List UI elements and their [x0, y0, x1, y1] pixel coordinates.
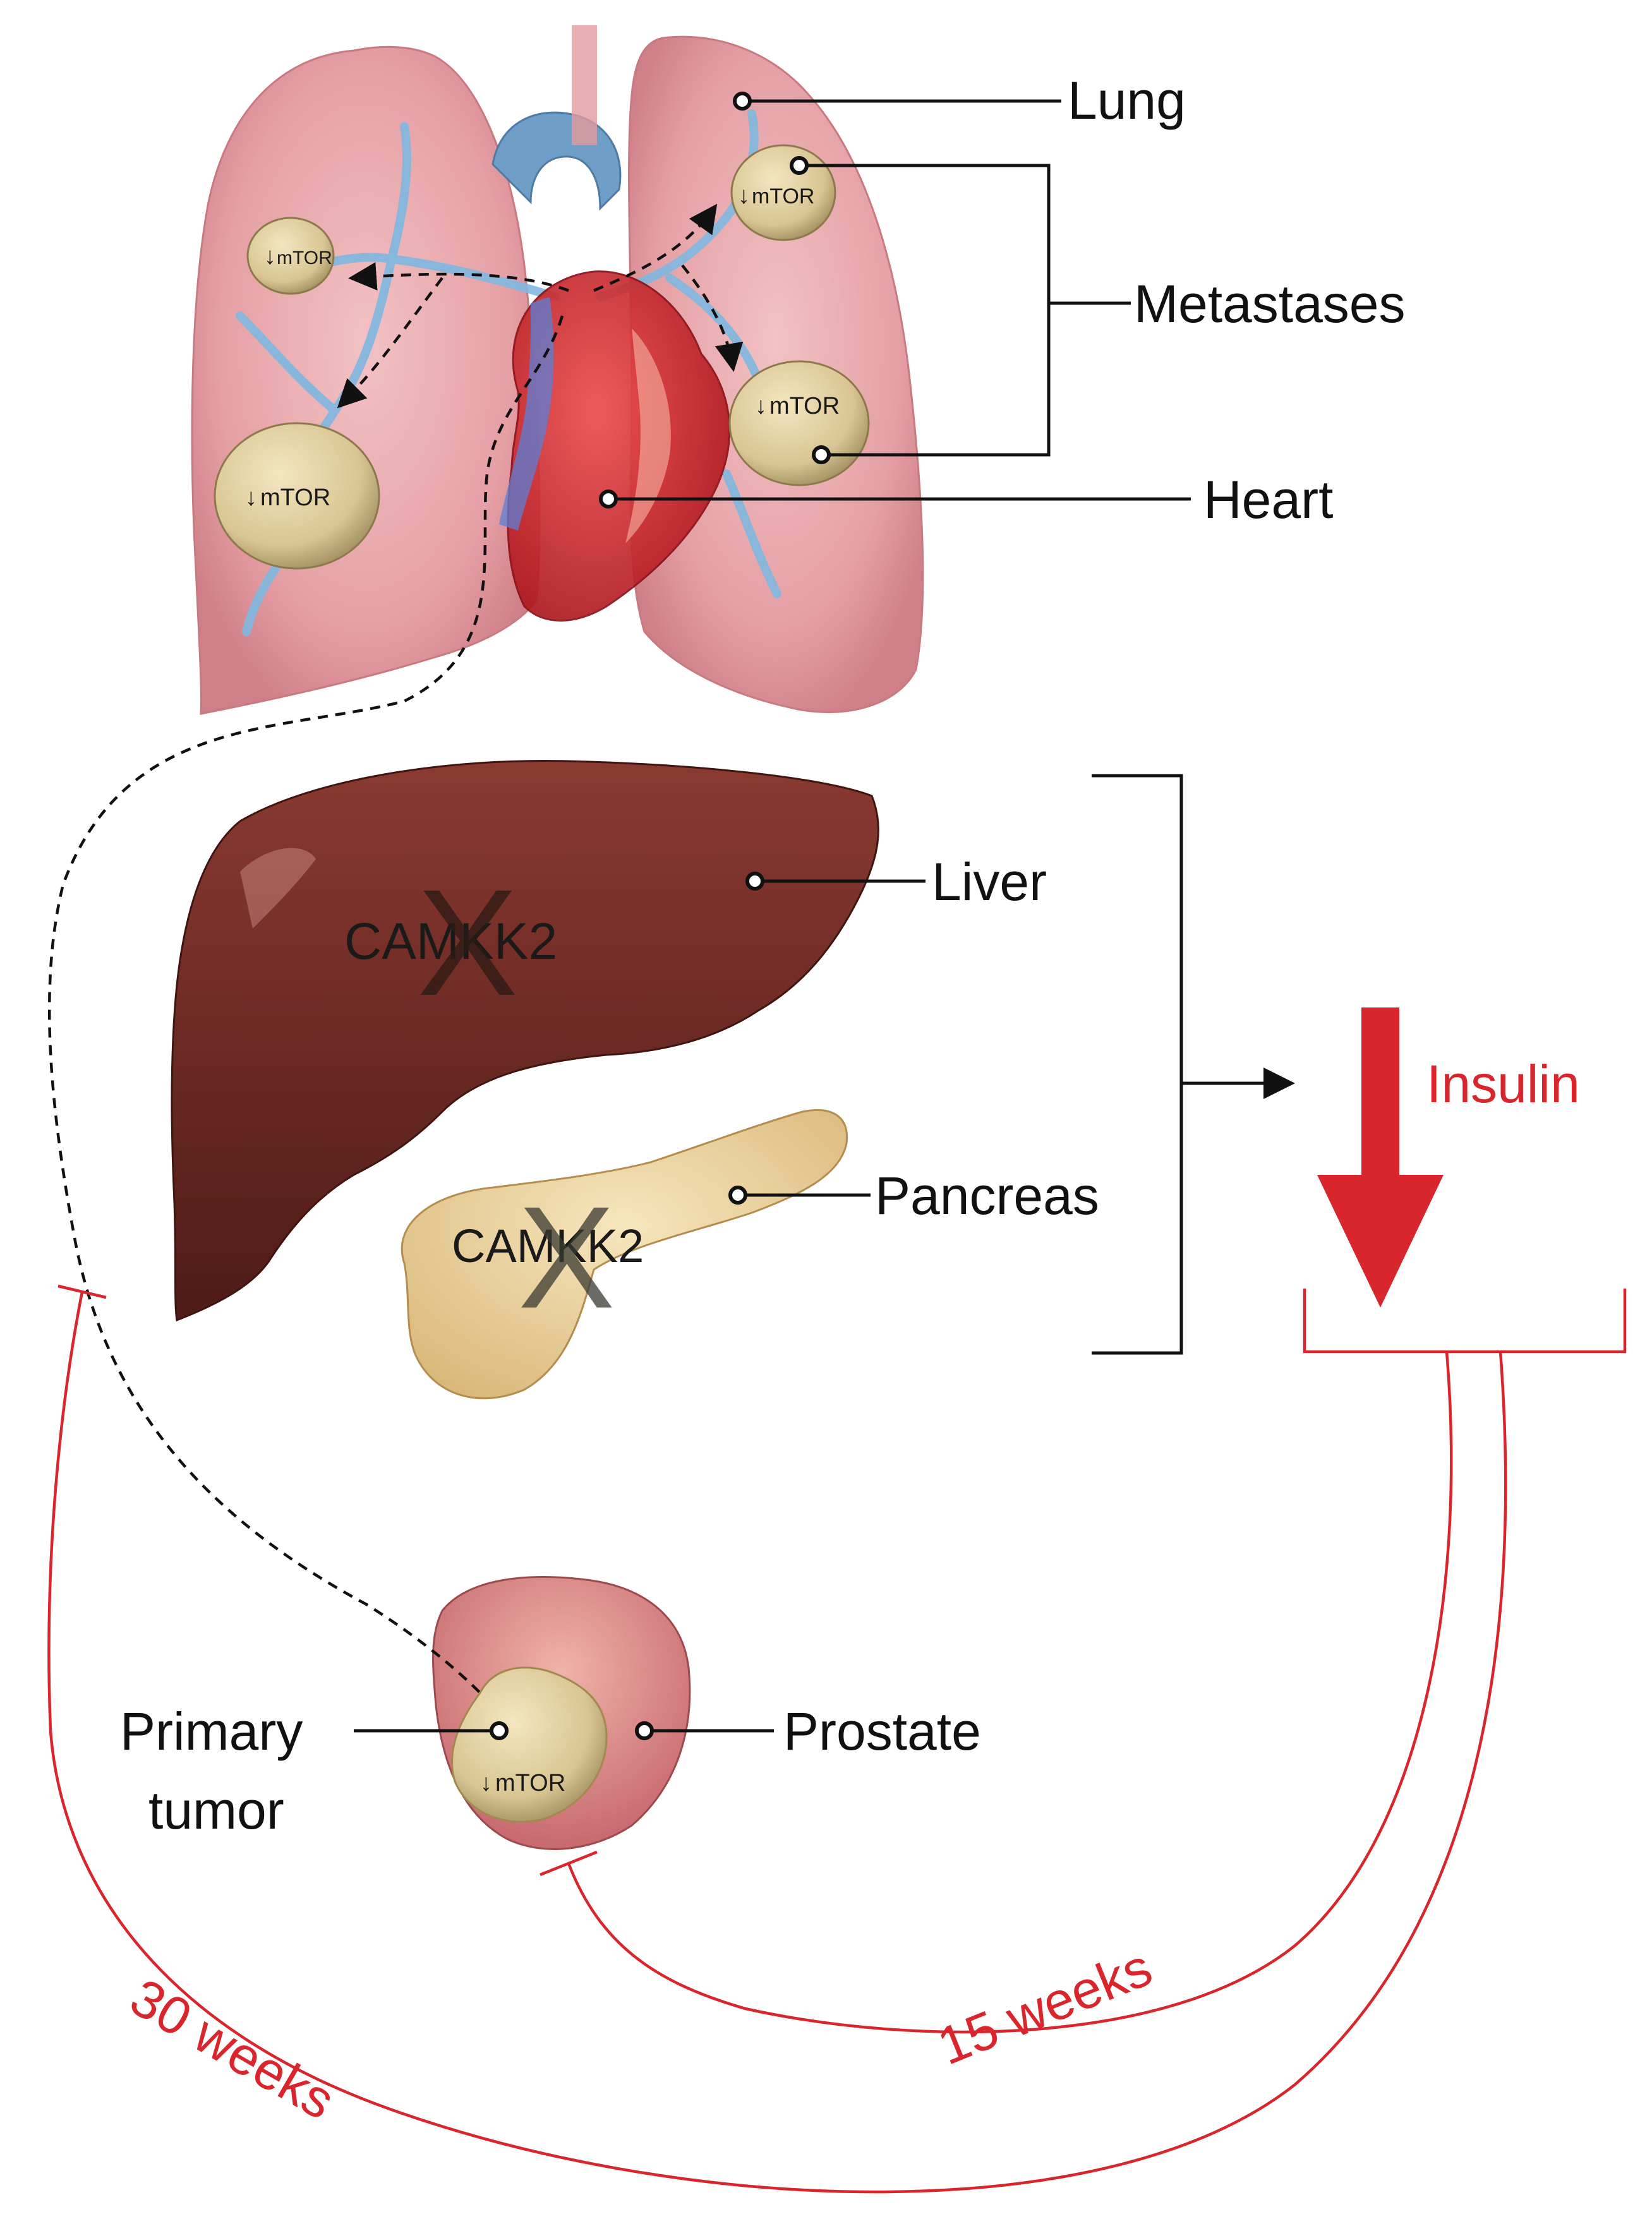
liver — [171, 759, 879, 1322]
mtor-label: mTOR — [495, 1770, 565, 1796]
mtor-down-arrow-icon: ↓ — [264, 243, 276, 270]
mtor-label: mTOR — [277, 248, 332, 268]
heart-highlight — [625, 328, 671, 543]
camkk2-liver-label: CAMKK2 — [344, 913, 557, 970]
primary-tumor-label-line2: tumor — [148, 1781, 284, 1840]
pancreas-label: Pancreas — [875, 1166, 1099, 1225]
heart-label: Heart — [1203, 470, 1333, 529]
lung-tumor-right-upper: ↓ mTOR — [730, 144, 836, 241]
pancreas — [401, 1109, 848, 1400]
mtor-down-arrow-icon: ↓ — [480, 1770, 492, 1796]
prostate-label: Prostate — [783, 1702, 981, 1761]
lungs-illustration: ↓ mTOR ↓ mTOR ↓ mTOR ↓ mTOR — [191, 25, 924, 715]
liver-highlight — [240, 848, 316, 929]
pancreas-anchor-dot — [728, 1186, 747, 1205]
liver-illustration: CAMKK2 X — [171, 759, 879, 1322]
metastasis-routes — [337, 203, 744, 409]
knockout-x-pancreas-icon: X — [518, 1176, 615, 1338]
metastases-label: Metastases — [1134, 274, 1406, 334]
lung-anchor-dot — [733, 92, 752, 111]
left-lung — [191, 45, 541, 715]
insulin-label: Insulin — [1426, 1054, 1580, 1114]
liver-pancreas-bracket — [1092, 774, 1183, 1355]
camkk2-pancreas-label: CAMKK2 — [452, 1220, 644, 1272]
inhibition-arc-30-weeks — [47, 1291, 1507, 2194]
mtor-down-arrow-icon: ↓ — [738, 183, 750, 209]
primary-tumor-anchor-dot — [490, 1721, 509, 1740]
mtor-label: mTOR — [260, 484, 330, 511]
metastasis-upper-anchor-dot — [790, 156, 809, 175]
liver-anchor-dot — [745, 872, 764, 891]
insulin-bracket — [1303, 1289, 1627, 1354]
metastasis-lower-anchor-dot — [812, 445, 831, 464]
weeks-30-label: 30 weeks — [121, 1967, 344, 2131]
vena-cava — [499, 297, 554, 531]
inhibition-bar-30-weeks — [57, 1284, 107, 1299]
mtor-down-arrow-icon: ↓ — [245, 484, 257, 511]
lung-tumor-left-lower: ↓ mTOR — [214, 422, 380, 570]
mtor-label: mTOR — [769, 393, 840, 419]
insulin-down-arrow-icon — [1317, 1007, 1444, 1308]
mtor-label: mTOR — [752, 184, 814, 208]
lung-tumor-right-lower: ↓ mTOR — [728, 360, 870, 486]
circulation-dashed-path — [47, 315, 564, 1694]
prostate-anchor-dot — [635, 1721, 654, 1740]
knockout-x-liver-icon: X — [417, 858, 518, 1027]
lung-label: Lung — [1068, 71, 1186, 130]
mtor-down-arrow-icon: ↓ — [755, 393, 767, 419]
liver-label: Liver — [932, 852, 1047, 911]
inhibition-arc-15-weeks — [567, 1351, 1453, 2034]
trachea — [572, 25, 597, 145]
inhibition-bar-15-weeks — [540, 1850, 598, 1877]
metastases-bracket — [807, 164, 1051, 457]
lung-tumor-left-upper: ↓ mTOR — [246, 217, 335, 295]
primary-tumor — [451, 1666, 608, 1823]
prostate-illustration: ↓ mTOR — [432, 1576, 691, 1850]
heart-anchor-dot — [599, 490, 618, 508]
pancreas-illustration: CAMKK2 X — [401, 1109, 848, 1400]
weeks-15-label: 15 weeks — [930, 1937, 1160, 2076]
primary-tumor-label-line1: Primary — [120, 1702, 303, 1761]
